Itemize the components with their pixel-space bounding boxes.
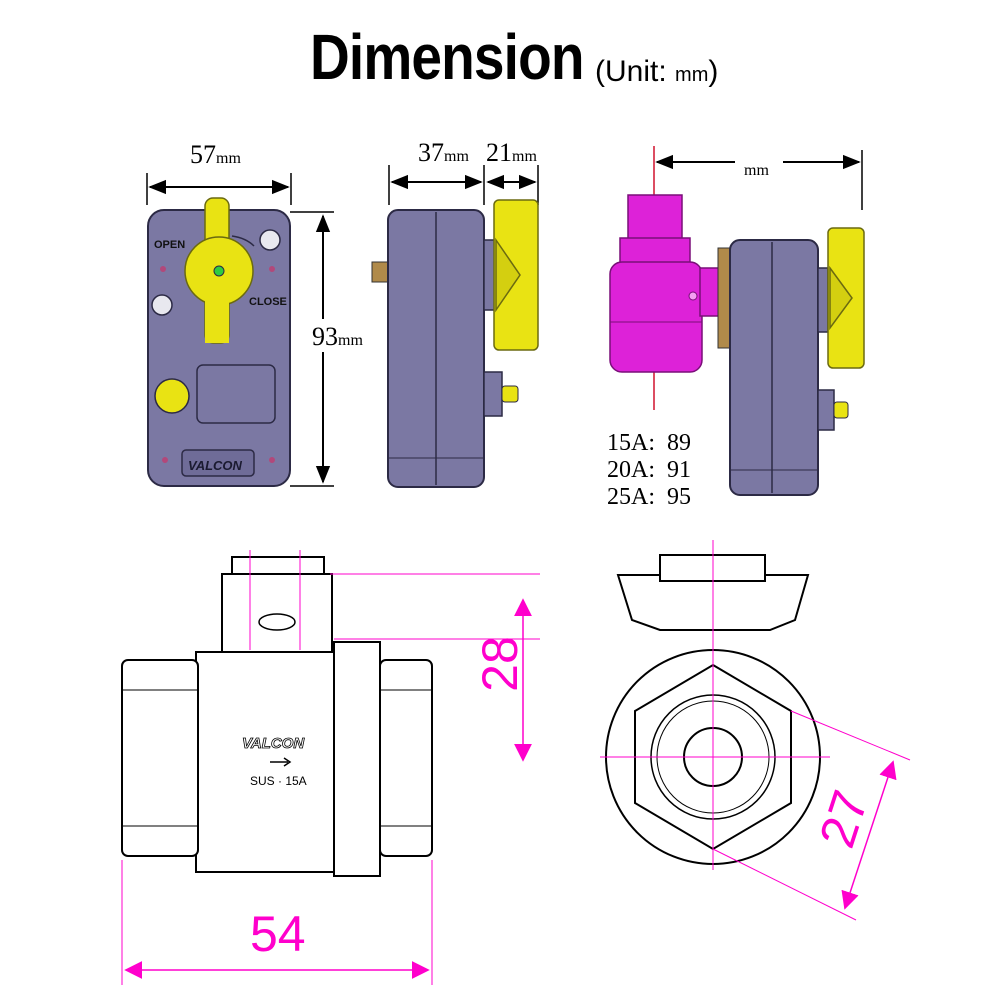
assembly-view (609, 146, 865, 496)
indicator-window (196, 364, 276, 424)
width-label: 57mm (190, 140, 241, 169)
size-row: 25A: 95 (607, 484, 691, 510)
brand-plate (181, 449, 255, 477)
page-title: Dimension (310, 21, 584, 93)
valve-length-label: 54 (250, 906, 306, 962)
logo-front: VALCON (188, 458, 243, 473)
size-row: 20A: 91 (607, 457, 691, 483)
valve-side-view (121, 550, 433, 877)
overall-unit-label: mm (744, 162, 769, 179)
open-label: OPEN (154, 239, 185, 251)
valve-body (195, 651, 335, 873)
size-row: 15A: 89 (607, 430, 691, 456)
valve-marking: SUS · 15A (250, 774, 307, 788)
front-view: OPEN CLOSE VALCON (146, 173, 334, 487)
unit-note: (Unit: mm) (595, 55, 719, 88)
side-view (371, 165, 539, 488)
logo-valve: VALCON (242, 735, 305, 752)
valve-body-magenta (609, 261, 703, 373)
height-label: 93mm (312, 322, 363, 351)
close-label: CLOSE (249, 296, 287, 308)
depth-label: 37mm (418, 138, 469, 167)
manual-button (154, 378, 190, 414)
size-table: 15A: 89 20A: 91 25A: 95 (607, 430, 691, 511)
knob-label: 21mm (486, 138, 537, 167)
hex-dimension (712, 710, 911, 921)
valve-end-view (600, 540, 830, 870)
valve-height-label: 28 (471, 636, 528, 692)
valve-dimensions (121, 573, 540, 985)
